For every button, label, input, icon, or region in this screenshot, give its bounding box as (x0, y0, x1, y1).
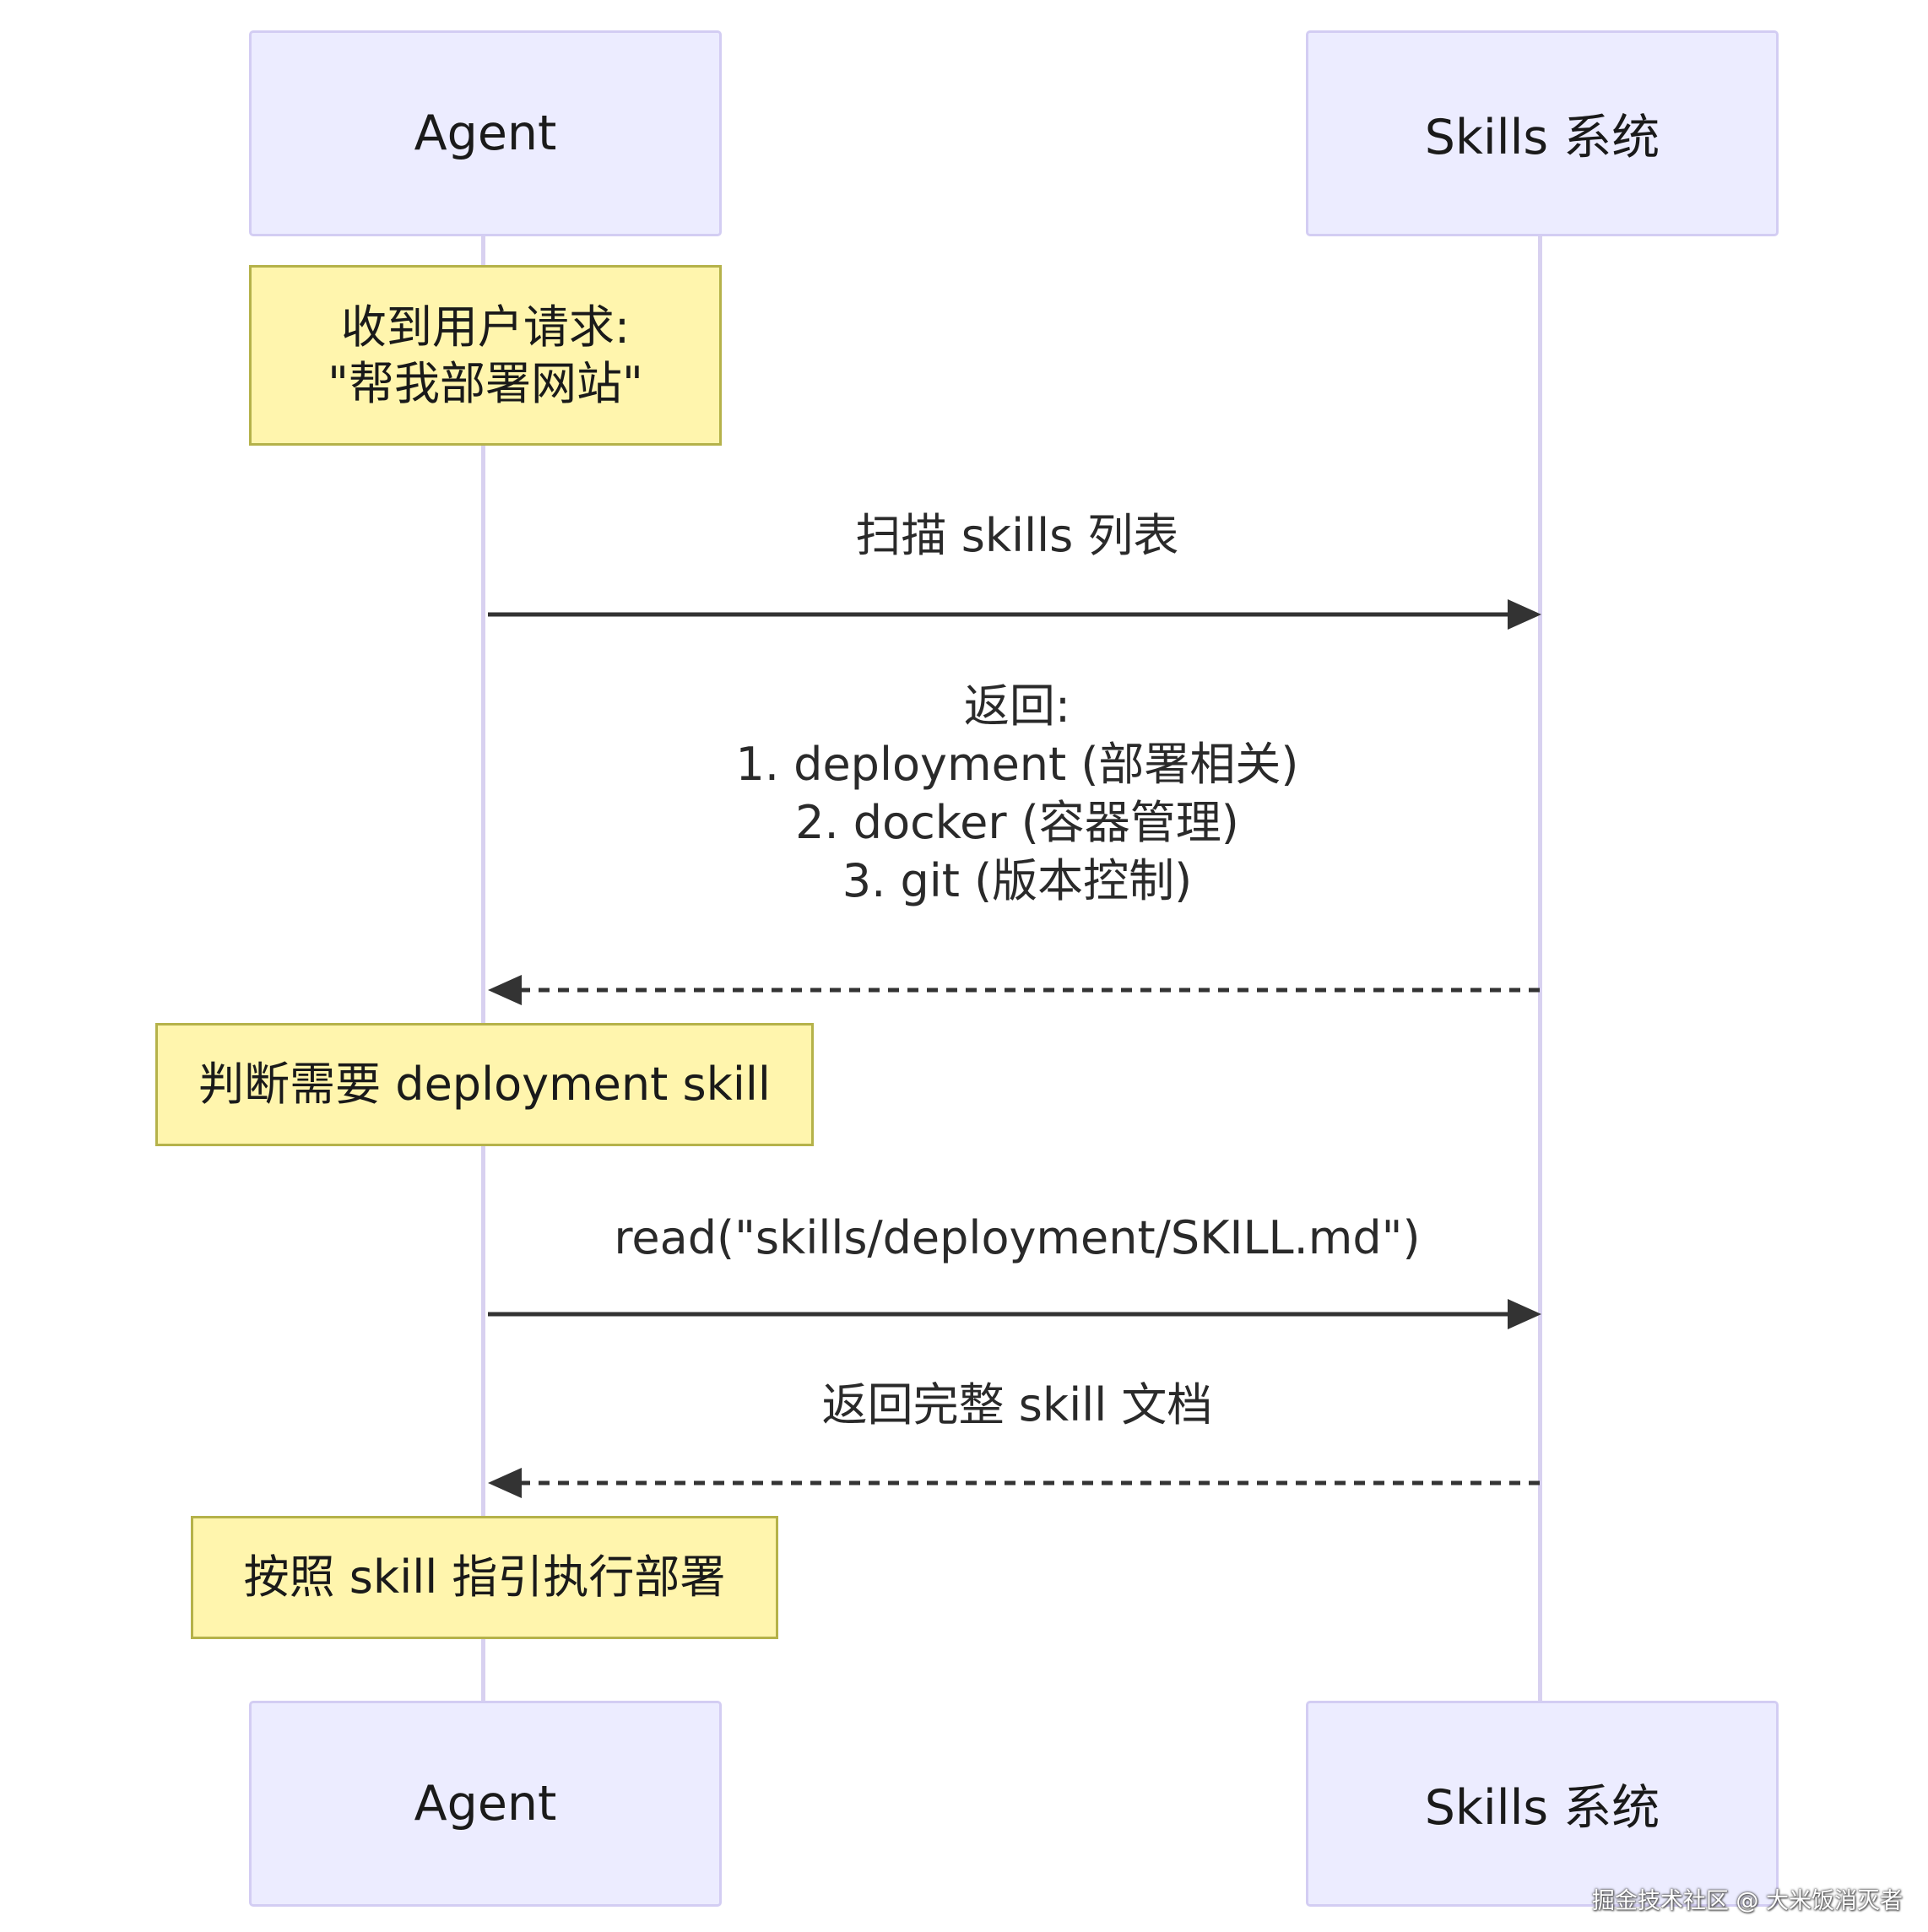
note-receive-request: 收到用户请求: "帮我部署网站" (249, 265, 722, 446)
participant-skills-top: Skills 系统 (1306, 30, 1779, 236)
message-scan-arrowhead (1508, 599, 1541, 630)
watermark: 掘金技术社区 @ 大米饭消灭者 (1591, 1888, 1903, 1914)
participant-skills-label: Skills 系统 (1424, 110, 1660, 165)
participant-skills-bottom: Skills 系统 (1306, 1701, 1779, 1907)
participant-agent-label: Agent (414, 106, 557, 161)
message-read-arrowhead (1508, 1299, 1541, 1329)
agent-lifeline (481, 235, 485, 1703)
message-return-list-arrowhead (488, 975, 522, 1005)
message-return-list-label: 返回: 1. deployment (部署相关) 2. docker (容器管理… (735, 679, 1299, 908)
participant-skills-label: Skills 系统 (1424, 1780, 1660, 1836)
message-return-doc-arrowhead (488, 1468, 522, 1498)
participant-agent-label: Agent (414, 1776, 557, 1832)
message-scan-label: 扫描 skills 列表 (855, 509, 1179, 562)
message-read-label: read("skills/deployment/SKILL.md") (614, 1211, 1421, 1264)
note-execute-deploy: 按照 skill 指引执行部署 (191, 1516, 778, 1639)
participant-agent-top: Agent (249, 30, 722, 236)
skills-lifeline (1538, 235, 1542, 1703)
participant-agent-bottom: Agent (249, 1701, 722, 1907)
note-decide-skill: 判断需要 deployment skill (155, 1023, 814, 1146)
message-return-doc-label: 返回完整 skill 文档 (821, 1378, 1213, 1431)
